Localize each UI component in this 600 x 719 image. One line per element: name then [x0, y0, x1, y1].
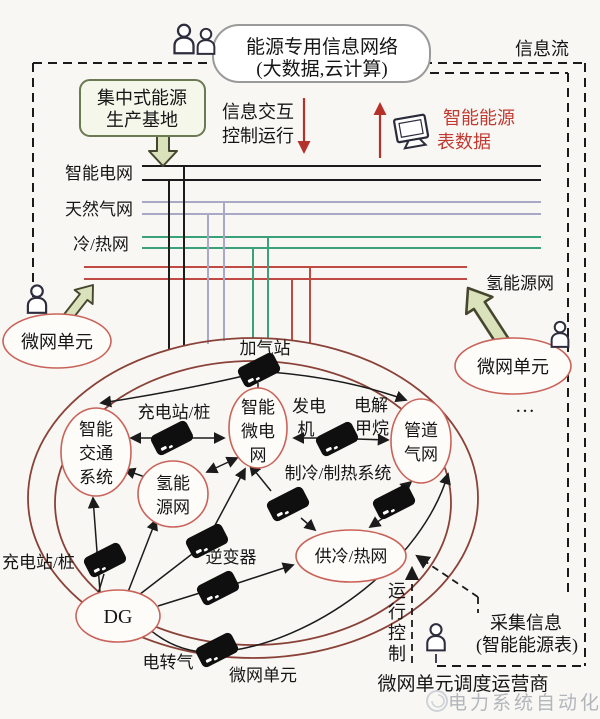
electrolysis-l1: 电解: [354, 396, 388, 415]
interaction-line2: 控制运行: [222, 126, 294, 146]
collect-info-dashed-arrow: [415, 554, 479, 598]
microgrid-unit-right-node: [454, 337, 572, 395]
title-line2: (大数据,云计算): [256, 58, 387, 80]
microgrid-unit-right-label: 微网单元: [477, 357, 549, 377]
central-base-box: [79, 79, 206, 137]
smart-meter-monitor-icon: [393, 113, 430, 150]
meter-data-line2: 表数据: [437, 132, 491, 152]
smart-microgrid-node: [228, 387, 288, 469]
info-flow-label: 信息流: [515, 39, 569, 59]
hydrogen-node: [137, 460, 209, 528]
meter-charging-top-icon: [149, 419, 195, 457]
person-icon-right: [550, 320, 570, 348]
watermark: 电力系统自动化: [426, 690, 600, 714]
operation-control-label: 运 行 控 制: [388, 581, 406, 664]
operator-label: 微网单元调度运营商: [377, 673, 548, 695]
smart-traffic-l3: 系统: [79, 468, 113, 487]
person-icon-operator: [426, 623, 446, 652]
microgrid-unit-left-node: [2, 313, 112, 369]
collect-info-line2: (智能能源表): [476, 635, 578, 656]
interaction-line1: 信息交互: [222, 102, 294, 122]
meter-data-line1: 智能能源: [443, 108, 515, 128]
inverter-label: 逆变器: [206, 548, 257, 567]
charging-top-label: 充电站/桩: [138, 403, 211, 422]
smart-traffic-node: [60, 407, 132, 497]
smart-microgrid-l3: 网: [250, 446, 267, 465]
central-base-line2: 生产基地: [106, 110, 178, 130]
electrolysis-l2: 甲烷: [355, 419, 389, 438]
meter-hvac-right-icon: [371, 483, 417, 521]
microgrid-outer-ring: [27, 337, 479, 659]
meter-p2g-icon: [194, 631, 240, 669]
smart-traffic-l1: 智能: [79, 420, 113, 439]
person-icon-left: [26, 284, 48, 314]
central-base-line1: 集中式能源: [97, 88, 187, 108]
charging-left-label: 充电站/桩: [2, 553, 75, 572]
svg-text:制: 制: [388, 644, 406, 664]
cooling-heating-node: [295, 529, 407, 583]
power-to-gas-label: 电转气: [143, 653, 194, 672]
hydrogen-l1: 氢能: [156, 474, 190, 493]
dg-label: DG: [104, 606, 133, 628]
microgrid-bottom-label: 微网单元: [229, 666, 297, 685]
gas-station-label: 加气站: [240, 339, 291, 358]
microgrid-unit-left-label: 微网单元: [21, 332, 93, 352]
hvac-label: 制冷/制热系统: [285, 464, 392, 483]
pipeline-l2: 气网: [404, 445, 438, 464]
pipeline-gas-node: [390, 398, 452, 484]
pipeline-l1: 管道: [404, 421, 438, 440]
meter-generator-icon: [314, 420, 360, 458]
base-to-grid-arrow: [148, 135, 178, 167]
inner-dashed-frame: [430, 72, 569, 596]
dg-node: [75, 589, 161, 643]
svg-text:控: 控: [388, 623, 406, 643]
smart-traffic-l2: 交通: [79, 444, 113, 463]
generator-l2: 机: [298, 420, 315, 439]
smart-microgrid-l1: 智能: [241, 398, 275, 417]
bus-label-cool-heat: 冷/热网: [73, 235, 129, 254]
operators-people-icon: [173, 23, 216, 55]
meter-hvac-left-icon: [265, 485, 311, 523]
generator-l1: 发电: [292, 397, 326, 416]
hydrogen-l2: 源网: [156, 498, 190, 517]
meter-charging-left-icon: [82, 541, 128, 579]
bus-label-gas-grid: 天然气网: [65, 200, 133, 219]
ellipsis-more-units: …: [515, 395, 535, 417]
bus-label-smart-grid: 智能电网: [65, 164, 133, 183]
meter-inverter-bottom-icon: [195, 569, 241, 607]
cooling-heating-label: 供冷/热网: [315, 547, 388, 566]
smart-microgrid-l2: 微电: [241, 422, 275, 441]
collect-info-line1: 采集信息: [490, 613, 562, 633]
svg-text:运: 运: [388, 581, 406, 601]
bus-label-hydrogen: 氢能源网: [486, 274, 554, 293]
watermark-text: 电力系统自动化: [448, 692, 600, 714]
title-line1: 能源专用信息网络: [246, 36, 398, 58]
svg-text:行: 行: [388, 602, 406, 622]
bus-lines: [84, 165, 541, 349]
